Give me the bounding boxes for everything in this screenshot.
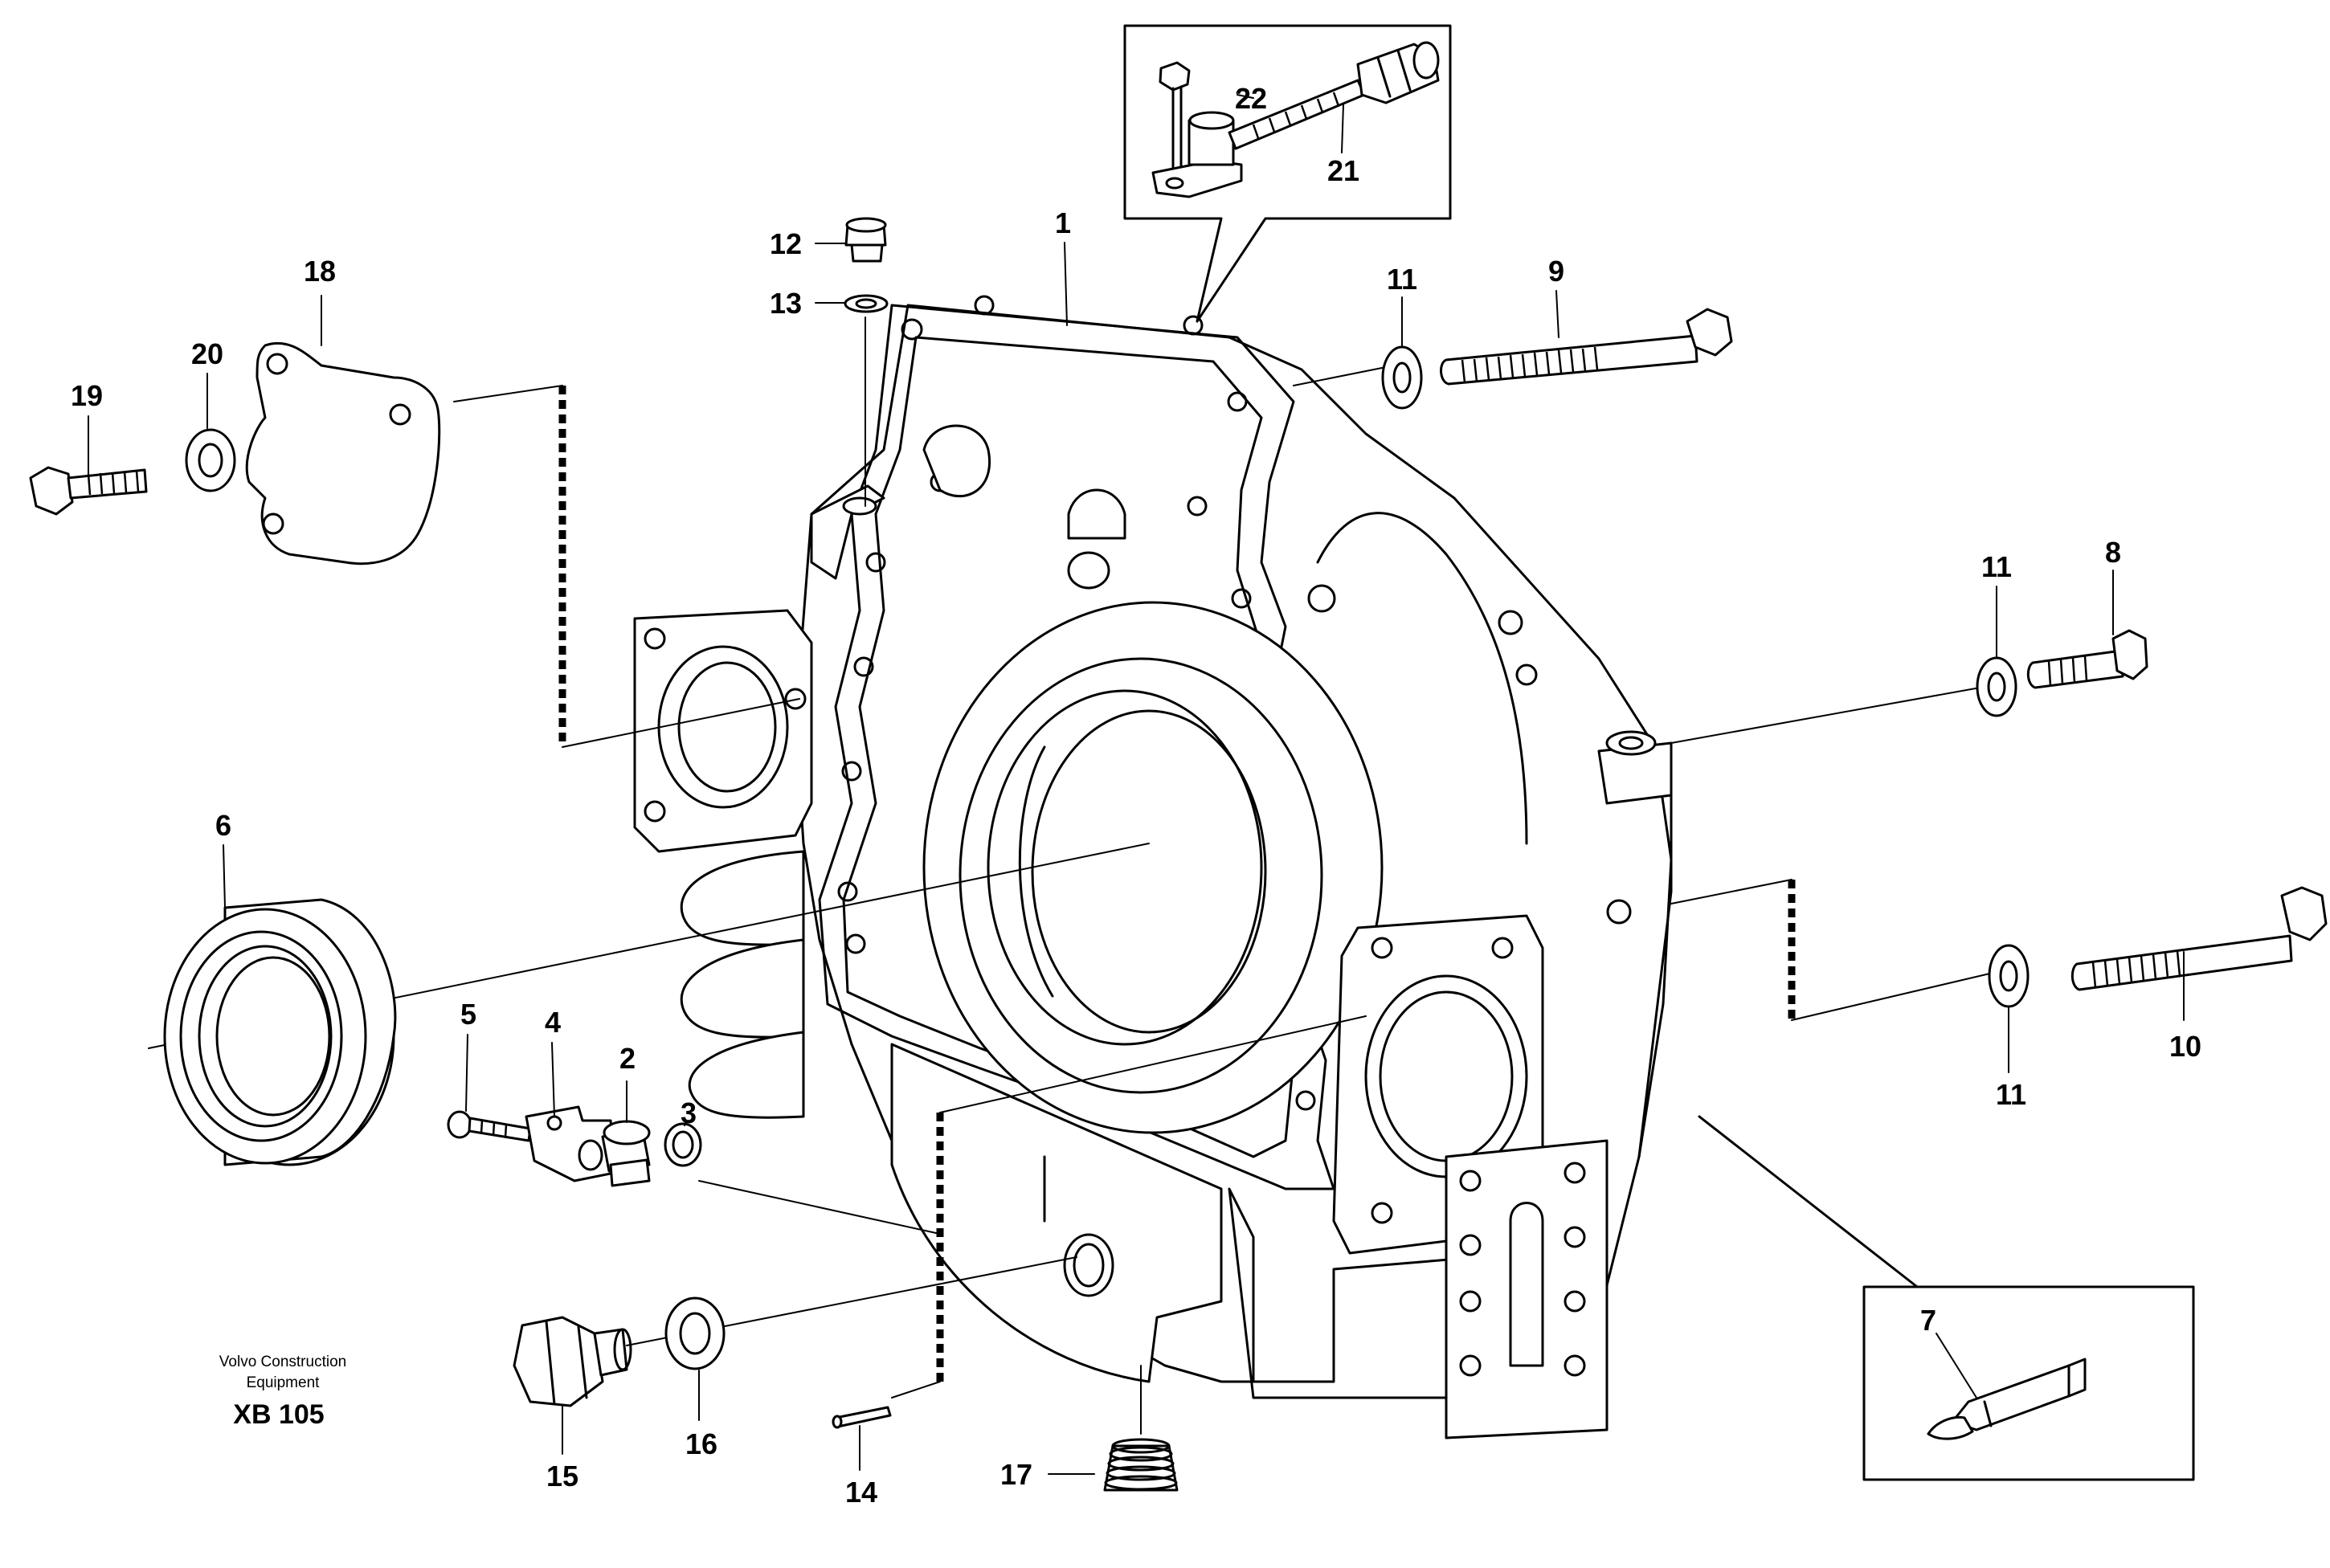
pin-14: [832, 1406, 892, 1429]
washer-13: [844, 294, 889, 313]
insert-17: [1103, 1438, 1179, 1492]
part-label-11-top: 11: [1387, 263, 1417, 296]
screw-5: [447, 1110, 532, 1142]
part-label-19: 19: [71, 379, 103, 412]
part-label-6: 6: [215, 809, 231, 842]
part-label-12: 12: [770, 227, 802, 260]
o-ring-3: [664, 1122, 702, 1167]
part-label-11-mid: 11: [1981, 550, 2012, 583]
part-number-labels: 1 2 3 4 5 6 7 8 9 10 11 11 11 12 13 14 1…: [71, 82, 2201, 1509]
part-label-10: 10: [2169, 1030, 2201, 1063]
washer-11-mid: [1976, 656, 2017, 717]
crankshaft-seal: [163, 898, 397, 1166]
bolt-8: [2026, 629, 2148, 689]
part-label-21: 21: [1327, 154, 1359, 187]
part-label-7: 7: [1920, 1304, 1936, 1337]
main-bore: [922, 601, 1384, 1134]
bracket-4: [525, 1105, 616, 1182]
part-label-16: 16: [685, 1427, 717, 1460]
part-label-1: 1: [1055, 206, 1071, 239]
part-label-11-bottom: 11: [1996, 1078, 2026, 1111]
drawing-credit: Volvo Construction Equipment XB 105: [219, 1354, 346, 1430]
cover-plate: [245, 341, 441, 566]
bolt-9: [1440, 308, 1733, 386]
plug-12: [844, 217, 887, 263]
label-leaders: [88, 94, 2185, 1475]
part-label-13: 13: [770, 287, 802, 320]
part-label-15: 15: [546, 1460, 578, 1492]
part-label-17: 17: [1000, 1458, 1032, 1491]
part-label-9: 9: [1548, 255, 1564, 288]
part-label-8: 8: [2105, 536, 2121, 569]
washer-20: [185, 428, 236, 492]
credit-line-2: Equipment: [247, 1374, 321, 1391]
part-label-18: 18: [304, 255, 336, 288]
part-label-2: 2: [619, 1042, 636, 1075]
washer-11-top: [1381, 345, 1423, 410]
part-label-4: 4: [545, 1006, 561, 1039]
bolt-19: [29, 466, 148, 516]
part-label-3: 3: [681, 1096, 697, 1129]
detail-inset-sensor: [1123, 24, 1452, 323]
part-label-5: 5: [460, 998, 476, 1031]
credit-line-1: Volvo Construction: [219, 1354, 346, 1370]
drain-plug-15: [513, 1316, 632, 1407]
bolt-10: [2070, 886, 2328, 991]
part-label-22: 22: [1235, 82, 1267, 115]
plug-2: [601, 1120, 651, 1187]
drawing-code: XB 105: [233, 1399, 324, 1430]
washer-16: [664, 1296, 726, 1370]
guide-lines: [148, 316, 1997, 1435]
flywheel-housing: [633, 295, 1673, 1439]
part-label-14: 14: [845, 1476, 877, 1509]
detail-inset-sealant: [1862, 1285, 2195, 1481]
washer-11-bottom: [1988, 944, 2030, 1008]
part-label-20: 20: [191, 337, 223, 370]
